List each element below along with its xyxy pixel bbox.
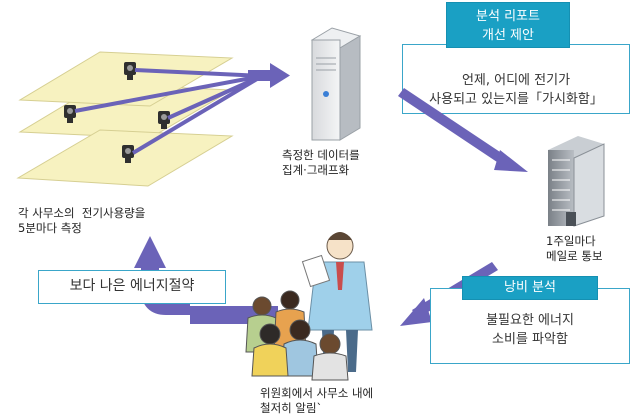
waste-box-header: 낭비 분석 <box>462 276 598 300</box>
step2-caption: 측정한 데이터를 집계·그래프화 <box>282 148 402 178</box>
server-icon <box>310 27 362 141</box>
step1-line2: 5분마다 측정 <box>18 221 82 235</box>
report-box-header: 분석 리포트 개선 제안 <box>446 2 570 48</box>
step3-line2: 메일로 통보 <box>546 249 603 263</box>
step2-line2: 집계·그래프화 <box>282 163 350 177</box>
waste-box-body: 불필요한 에너지 소비를 파악함 <box>430 288 630 364</box>
report-head-line1: 분석 리포트 <box>476 9 540 24</box>
meter-icon <box>122 145 134 163</box>
step4-line1: 위원회에서 사무소 내에 <box>260 386 374 400</box>
step1-caption: 각 사무소의 전기사용량을 5분마다 측정 <box>18 206 218 236</box>
meter-icon <box>158 111 170 129</box>
step3-caption: 1주일마다 메일로 통보 <box>546 234 632 264</box>
waste-body-line2: 소비를 파악함 <box>492 332 568 347</box>
step4-line2: 철저히 알림` <box>260 401 323 415</box>
meter-icon <box>124 62 136 80</box>
saving-box: 보다 나은 에너지절약 <box>38 270 226 304</box>
flow-lines <box>74 68 264 155</box>
arrow-to-server <box>248 63 290 88</box>
step4-caption: 위원회에서 사무소 내에 철저히 알림` <box>260 386 420 416</box>
step1-line1: 각 사무소의 전기사용량을 <box>18 206 146 220</box>
meeting-illustration <box>245 232 373 381</box>
building-icon <box>548 136 605 227</box>
waste-head: 낭비 분석 <box>504 280 556 295</box>
step3-line1: 1주일마다 <box>546 234 596 248</box>
report-head-line2: 개선 제안 <box>482 28 534 43</box>
arrow-to-building <box>398 88 528 172</box>
step2-line1: 측정한 데이터를 <box>282 148 360 162</box>
waste-body-line1: 불필요한 에너지 <box>486 313 574 328</box>
meter-icons <box>64 62 170 163</box>
saving-label: 보다 나은 에너지절약 <box>69 278 195 294</box>
meter-icon <box>64 105 76 123</box>
